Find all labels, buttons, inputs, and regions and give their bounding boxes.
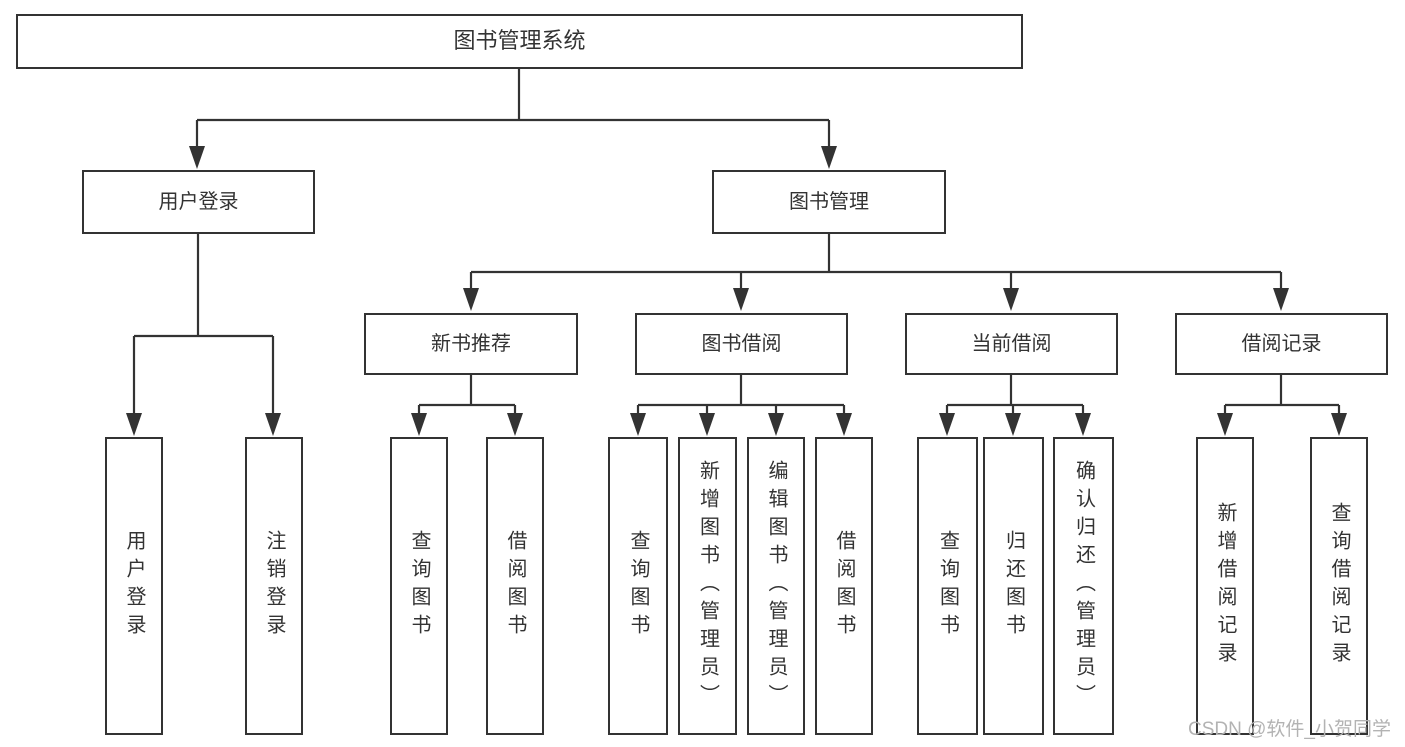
- leaf-add-books-admin-label: 新增图书（管理员）: [696, 460, 719, 712]
- leaf-logout-label: 注销登录: [263, 530, 285, 642]
- node-current-borrowing-label: 当前借阅: [971, 333, 1052, 355]
- leaf-query-books-current-label: 查询图书: [936, 530, 959, 642]
- leaf-add-books-admin: 新增图书（管理员）: [678, 437, 737, 735]
- node-borrowing-records: 借阅记录: [1175, 313, 1388, 375]
- node-new-book-recommend-label: 新书推荐: [431, 333, 511, 355]
- leaf-user-login: 用户登录: [105, 437, 163, 735]
- connector-book-borrow-children: [636, 375, 846, 416]
- leaf-query-borrow-record-label: 查询借阅记录: [1328, 502, 1350, 670]
- leaf-query-books-borrowing: 查询图书: [608, 437, 668, 735]
- node-book-borrowing-label: 图书借阅: [701, 333, 782, 355]
- node-root-system: 图书管理系统: [16, 14, 1023, 69]
- leaf-confirm-return-admin-label: 确认归还（管理员）: [1072, 460, 1095, 712]
- leaf-confirm-return-admin: 确认归还（管理员）: [1053, 437, 1114, 735]
- node-book-borrowing: 图书借阅: [635, 313, 848, 375]
- node-user-login-label: 用户登录: [158, 191, 239, 213]
- leaf-add-borrow-record: 新增借阅记录: [1196, 437, 1254, 735]
- leaf-query-books-recommend-label: 查询图书: [408, 530, 430, 642]
- node-borrowing-records-label: 借阅记录: [1241, 333, 1322, 355]
- connector-borrow-records-children: [1223, 375, 1341, 416]
- node-book-management-label: 图书管理: [789, 191, 869, 213]
- leaf-logout: 注销登录: [245, 437, 303, 735]
- node-root-label: 图书管理系统: [453, 28, 586, 54]
- leaf-return-books-label: 归还图书: [1002, 530, 1025, 642]
- node-book-management: 图书管理: [712, 170, 946, 234]
- node-current-borrowing: 当前借阅: [905, 313, 1118, 375]
- leaf-borrow-books-recommend-label: 借阅图书: [504, 530, 526, 642]
- connector-user-login-children: [132, 234, 275, 416]
- leaf-query-books-recommend: 查询图书: [390, 437, 448, 735]
- connector-new-book-children: [417, 375, 517, 416]
- leaf-query-borrow-record: 查询借阅记录: [1310, 437, 1368, 735]
- leaf-user-login-label: 用户登录: [123, 530, 145, 642]
- leaf-query-books-current: 查询图书: [917, 437, 978, 735]
- leaf-borrow-books-recommend: 借阅图书: [486, 437, 544, 735]
- leaf-borrow-books-borrowing-label: 借阅图书: [833, 530, 855, 642]
- connector-current-borrow-children: [945, 375, 1085, 416]
- leaf-edit-books-admin: 编辑图书（管理员）: [747, 437, 805, 735]
- leaf-query-books-borrowing-label: 查询图书: [627, 530, 649, 642]
- leaf-return-books: 归还图书: [983, 437, 1044, 735]
- leaf-borrow-books-borrowing: 借阅图书: [815, 437, 873, 735]
- connector-root-to-level2: [195, 69, 831, 150]
- node-user-login: 用户登录: [82, 170, 315, 234]
- connector-book-mgmt-to-level3: [469, 234, 1283, 292]
- leaf-edit-books-admin-label: 编辑图书（管理员）: [765, 460, 787, 712]
- node-new-book-recommend: 新书推荐: [364, 313, 578, 375]
- leaf-add-borrow-record-label: 新增借阅记录: [1214, 502, 1236, 670]
- csdn-watermark: CSDN @软件_小贺同学: [1188, 719, 1391, 740]
